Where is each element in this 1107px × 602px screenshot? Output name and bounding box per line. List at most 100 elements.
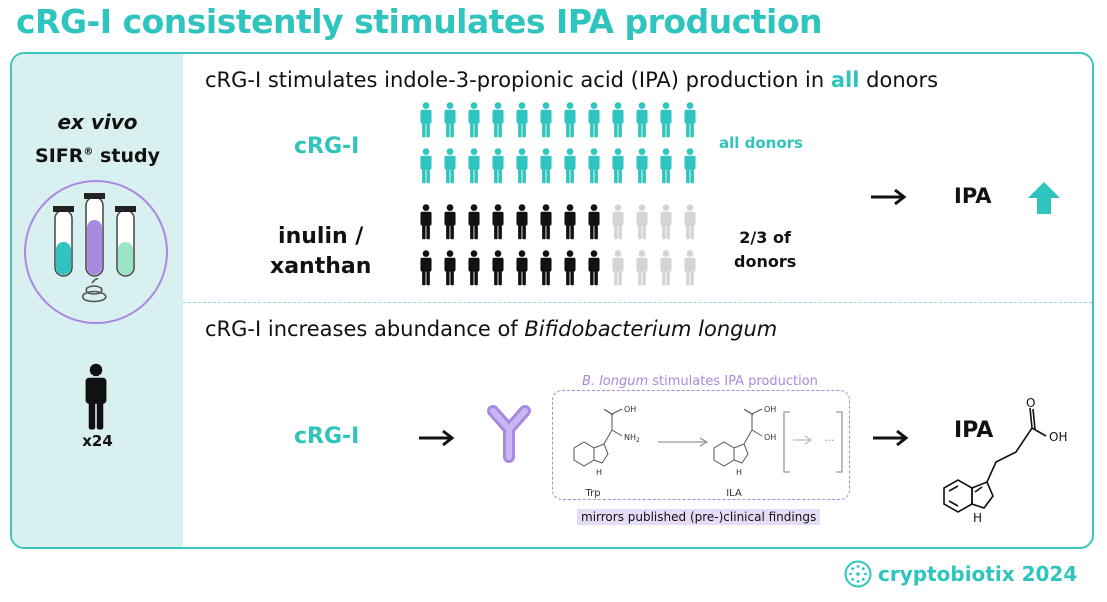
crgi-donor-person-icon: [587, 102, 601, 138]
inulin-donor-person-icon: [467, 204, 481, 240]
mirrors-label: mirrors published (pre-)clinical finding…: [577, 509, 821, 525]
study-word: study: [100, 145, 160, 167]
bottom-heading-species: Bifidobacterium longum: [524, 317, 778, 341]
b-longum-title: B. longum stimulates IPA production: [578, 374, 822, 389]
study-label: SIFR® study: [12, 145, 183, 167]
inulin-donor-person-icon: [563, 250, 577, 286]
content-frame: ex vivo SIFR® study: [10, 52, 1094, 549]
crgi-label-bottom: cRG-I: [294, 424, 360, 449]
crgi-donor-person-icon: [539, 148, 553, 184]
ila-label: ILA: [726, 488, 742, 498]
inulin-donor-grid: [419, 204, 709, 296]
crgi-donor-person-icon: [419, 148, 433, 184]
arrow-trp-ila: [658, 437, 709, 447]
ipa-result-bottom: IPA: [954, 418, 994, 443]
person-icon: [83, 363, 109, 431]
xanthan-line: xanthan: [270, 254, 372, 279]
trp-molecule: [573, 408, 623, 467]
b-longum-box: [552, 390, 850, 500]
crgi-donor-person-icon: [515, 102, 529, 138]
ila-oh2-label: OH: [764, 433, 776, 442]
up-arrow-icon: [1028, 182, 1060, 214]
inulin-donor-person-icon: [659, 250, 673, 286]
inulin-donor-person-icon: [443, 204, 457, 240]
crgi-donor-person-icon: [563, 102, 577, 138]
ila-oh-label: OH: [764, 405, 776, 414]
bracket: [783, 411, 843, 473]
two-thirds-label: 2/3 of donors: [734, 226, 796, 274]
bottom-heading: cRG-I increases abundance of Bifidobacte…: [205, 317, 777, 341]
crgi-donor-person-icon: [659, 148, 673, 184]
crgi-donor-person-icon: [539, 102, 553, 138]
inulin-donor-person-icon: [611, 250, 625, 286]
crgi-donor-person-icon: [419, 102, 433, 138]
inulin-donor-person-icon: [587, 250, 601, 286]
crgi-donor-person-icon: [683, 148, 697, 184]
inulin-donor-person-icon: [443, 250, 457, 286]
test-tubes-icon: [53, 193, 136, 303]
study-sidebar: ex vivo SIFR® study: [12, 54, 183, 547]
pathway-diagram: H OH NH2 Trp H OH OH ILA ···: [573, 405, 843, 498]
crgi-donor-grid: [419, 102, 709, 194]
inulin-donor-person-icon: [611, 204, 625, 240]
trp-oh-label: OH: [624, 405, 636, 414]
inulin-donor-person-icon: [587, 204, 601, 240]
arrow-right-icon: [873, 429, 909, 447]
crgi-donor-person-icon: [491, 102, 505, 138]
crgi-donor-person-icon: [611, 148, 625, 184]
inulin-xanthan-label: inulin / xanthan: [270, 222, 371, 282]
bottom-heading-pre: cRG-I increases abundance of: [205, 317, 525, 341]
trp-h-label: H: [596, 468, 602, 477]
trp-label: Trp: [584, 488, 600, 498]
inulin-donor-person-icon: [539, 250, 553, 286]
inulin-donor-person-icon: [515, 204, 529, 240]
inulin-donor-person-icon: [491, 250, 505, 286]
inulin-donor-person-icon: [419, 204, 433, 240]
crgi-donor-person-icon: [515, 148, 529, 184]
cryptobiotix-logo-icon: [844, 560, 872, 588]
top-heading-highlight: all: [830, 68, 860, 92]
ila-molecule: [713, 408, 763, 467]
inulin-line: inulin /: [278, 224, 364, 249]
trp-nh2-label: NH2: [624, 433, 640, 444]
inulin-donor-person-icon: [683, 204, 697, 240]
b-longum-species: B. longum: [582, 374, 649, 389]
inulin-donor-person-icon: [539, 204, 553, 240]
ipa-molecule-icon: OH O H: [943, 398, 1067, 525]
two-thirds-line1: 2/3 of: [739, 228, 791, 247]
crgi-donor-person-icon: [611, 102, 625, 138]
top-heading-pre: cRG-I stimulates indole-3-propionic acid…: [205, 68, 831, 92]
crgi-donor-person-icon: [443, 102, 457, 138]
crgi-donor-person-icon: [467, 148, 481, 184]
stool-icon: [81, 278, 107, 303]
crgi-donor-person-icon: [467, 102, 481, 138]
inulin-donor-person-icon: [683, 250, 697, 286]
crgi-donor-person-icon: [659, 102, 673, 138]
ila-h-label: H: [736, 468, 742, 477]
two-thirds-line2: donors: [734, 252, 797, 271]
ex-vivo-label: ex vivo: [57, 110, 138, 134]
inulin-donor-person-icon: [635, 204, 649, 240]
ipa-h-label: H: [973, 511, 982, 525]
inulin-donor-person-icon: [659, 204, 673, 240]
inulin-donor-person-icon: [515, 250, 529, 286]
crgi-label-top: cRG-I: [294, 134, 360, 159]
crgi-donor-person-icon: [443, 148, 457, 184]
ipa-result-top: IPA: [954, 184, 992, 208]
inulin-donor-person-icon: [467, 250, 481, 286]
page-title: cRG-I consistently stimulates IPA produc…: [16, 2, 823, 41]
brand-label: cryptobiotix 2024: [878, 562, 1078, 586]
top-heading-post: donors: [859, 68, 939, 92]
crgi-donor-person-icon: [635, 102, 649, 138]
inulin-donor-person-icon: [419, 250, 433, 286]
all-donors-label: all donors: [719, 134, 803, 152]
sifr-label: SIFR: [35, 145, 84, 167]
crgi-donor-person-icon: [635, 148, 649, 184]
donor-count: x24: [82, 432, 113, 450]
inulin-donor-person-icon: [491, 204, 505, 240]
top-heading: cRG-I stimulates indole-3-propionic acid…: [205, 68, 938, 92]
bifidobacterium-icon: [487, 405, 531, 463]
arrow-right-icon: [871, 188, 907, 206]
crgi-donor-person-icon: [491, 148, 505, 184]
inulin-donor-person-icon: [635, 250, 649, 286]
